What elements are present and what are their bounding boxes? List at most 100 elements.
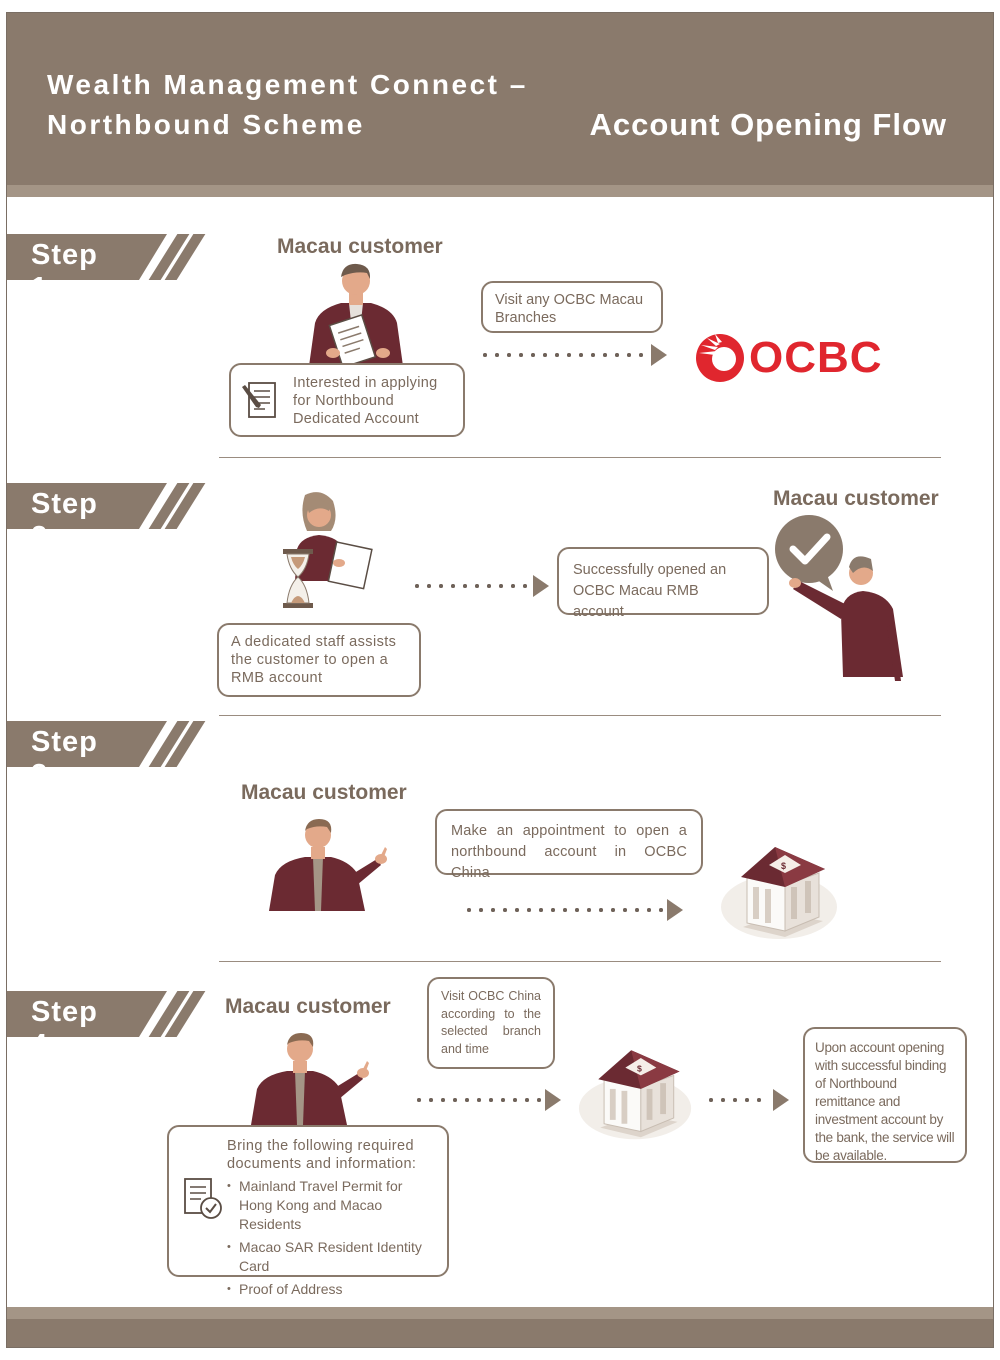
step-2-result-box: Successfully opened an OCBC Macau RMB ac… (557, 547, 769, 620)
step-divider-1 (219, 457, 941, 458)
header-band (7, 185, 993, 197)
step-3-arrow-icon (667, 899, 683, 921)
connector-dot (429, 1098, 433, 1102)
connector-dot (511, 584, 515, 588)
list-item: Macao SAR Resident Identity Card (227, 1238, 437, 1276)
title-line-2: Northbound Scheme (47, 109, 365, 140)
step-1-interest-note: Interested in applying for Northbound De… (229, 363, 465, 437)
connector-dot (563, 908, 567, 912)
connector-dot (467, 908, 471, 912)
svg-text:$: $ (637, 1064, 642, 1074)
scheme-title: Wealth Management Connect – Northbound S… (47, 65, 528, 145)
customer-pointing-icon (269, 819, 387, 911)
step-2-dotted-connector (415, 584, 531, 588)
connector-dot (733, 1098, 737, 1102)
step-1-arrow-icon (651, 344, 667, 366)
step-3-dotted-connector (467, 908, 663, 912)
step-3-action-text: Make an appointment to open a northbound… (451, 823, 687, 881)
footer-band (7, 1307, 993, 1347)
connector-dot (627, 353, 631, 357)
connector-dot (427, 584, 431, 588)
connector-dot (527, 908, 531, 912)
connector-dot (489, 1098, 493, 1102)
step-3-label: Step 3 (31, 726, 98, 791)
connector-dot (579, 353, 583, 357)
step-4-docs-title: Bring the following required documents a… (227, 1138, 417, 1172)
step-1-action-text: Visit any OCBC Macau Branches (495, 292, 644, 326)
step-divider-2 (219, 715, 941, 716)
connector-dot (501, 1098, 505, 1102)
step-4-documents-box: Bring the following required documents a… (167, 1125, 449, 1299)
connector-dot (635, 908, 639, 912)
step-4-dotted-connector-2 (709, 1098, 769, 1102)
bank-building-icon-2: $ (578, 1050, 692, 1140)
step-1-label: Step 1 (31, 239, 98, 304)
step-1-interest-text: Interested in applying for Northbound De… (293, 375, 438, 427)
connector-dot (757, 1098, 761, 1102)
connector-dot (659, 908, 663, 912)
connector-dot (523, 584, 527, 588)
connector-dot (475, 584, 479, 588)
staff-with-hourglass-icon (283, 492, 373, 608)
ocbc-logo-text: OCBC (749, 333, 883, 382)
connector-dot (709, 1098, 713, 1102)
step-4-result-box: Upon account opening with successful bin… (803, 1027, 967, 1163)
connector-dot (555, 353, 559, 357)
document-check-icon (184, 1178, 222, 1219)
connector-dot (623, 908, 627, 912)
step-4-arrow-icon-1 (545, 1089, 561, 1111)
connector-dot (441, 1098, 445, 1102)
title-line-1: Wealth Management Connect – (47, 69, 528, 100)
connector-dot (515, 908, 519, 912)
list-item: Mainland Travel Permit for Hong Kong and… (227, 1177, 437, 1234)
step-4-visit-text: Visit OCBC China according to the select… (441, 989, 541, 1056)
step-4-label: Step 4 (31, 996, 98, 1061)
connector-dot (537, 1098, 541, 1102)
connector-dot (531, 353, 535, 357)
required-documents-list: Mainland Travel Permit for Hong Kong and… (227, 1177, 437, 1299)
connector-dot (465, 1098, 469, 1102)
connector-dot (477, 1098, 481, 1102)
step-2-arrow-icon (533, 575, 549, 597)
connector-dot (599, 908, 603, 912)
step-1-customer-heading: Macau customer (277, 235, 443, 258)
step-3-action-box: Make an appointment to open a northbound… (435, 809, 703, 881)
connector-dot (499, 584, 503, 588)
infographic-frame: Wealth Management Connect – Northbound S… (6, 12, 994, 1348)
step-4-customer-heading: Macau customer (225, 995, 391, 1018)
step-4-visit-box: Visit OCBC China according to the select… (427, 977, 555, 1069)
connector-dot (463, 584, 467, 588)
connector-dot (575, 908, 579, 912)
customer-pointing-icon-2 (251, 1033, 369, 1125)
connector-dot (491, 908, 495, 912)
connector-dot (483, 353, 487, 357)
customer-checkmark-icon (775, 515, 903, 681)
flow-title: Account Opening Flow (589, 107, 947, 142)
connector-dot (495, 353, 499, 357)
step-3-customer-heading: Macau customer (241, 781, 407, 804)
connector-dot (745, 1098, 749, 1102)
step-1-dotted-connector (483, 353, 643, 357)
connector-dot (417, 1098, 421, 1102)
connector-dot (487, 584, 491, 588)
connector-dot (591, 353, 595, 357)
connector-dot (507, 353, 511, 357)
step-2-staff-note: A dedicated staff assists the customer t… (217, 623, 421, 697)
form-pen-icon (242, 382, 276, 418)
step-2-staff-text: A dedicated staff assists the customer t… (231, 634, 397, 686)
connector-dot (525, 1098, 529, 1102)
connector-dot (415, 584, 419, 588)
connector-dot (721, 1098, 725, 1102)
bank-building-icon: $ (721, 847, 837, 939)
connector-dot (519, 353, 523, 357)
list-item: Proof of Address (227, 1280, 437, 1299)
connector-dot (611, 908, 615, 912)
step-divider-3 (219, 961, 941, 962)
step-4-dotted-connector-1 (417, 1098, 543, 1102)
connector-dot (639, 353, 643, 357)
step-4-arrow-icon-2 (773, 1089, 789, 1111)
step-2-result-text: Successfully opened an OCBC Macau RMB ac… (573, 562, 727, 620)
connector-dot (539, 908, 543, 912)
connector-dot (439, 584, 443, 588)
connector-dot (453, 1098, 457, 1102)
